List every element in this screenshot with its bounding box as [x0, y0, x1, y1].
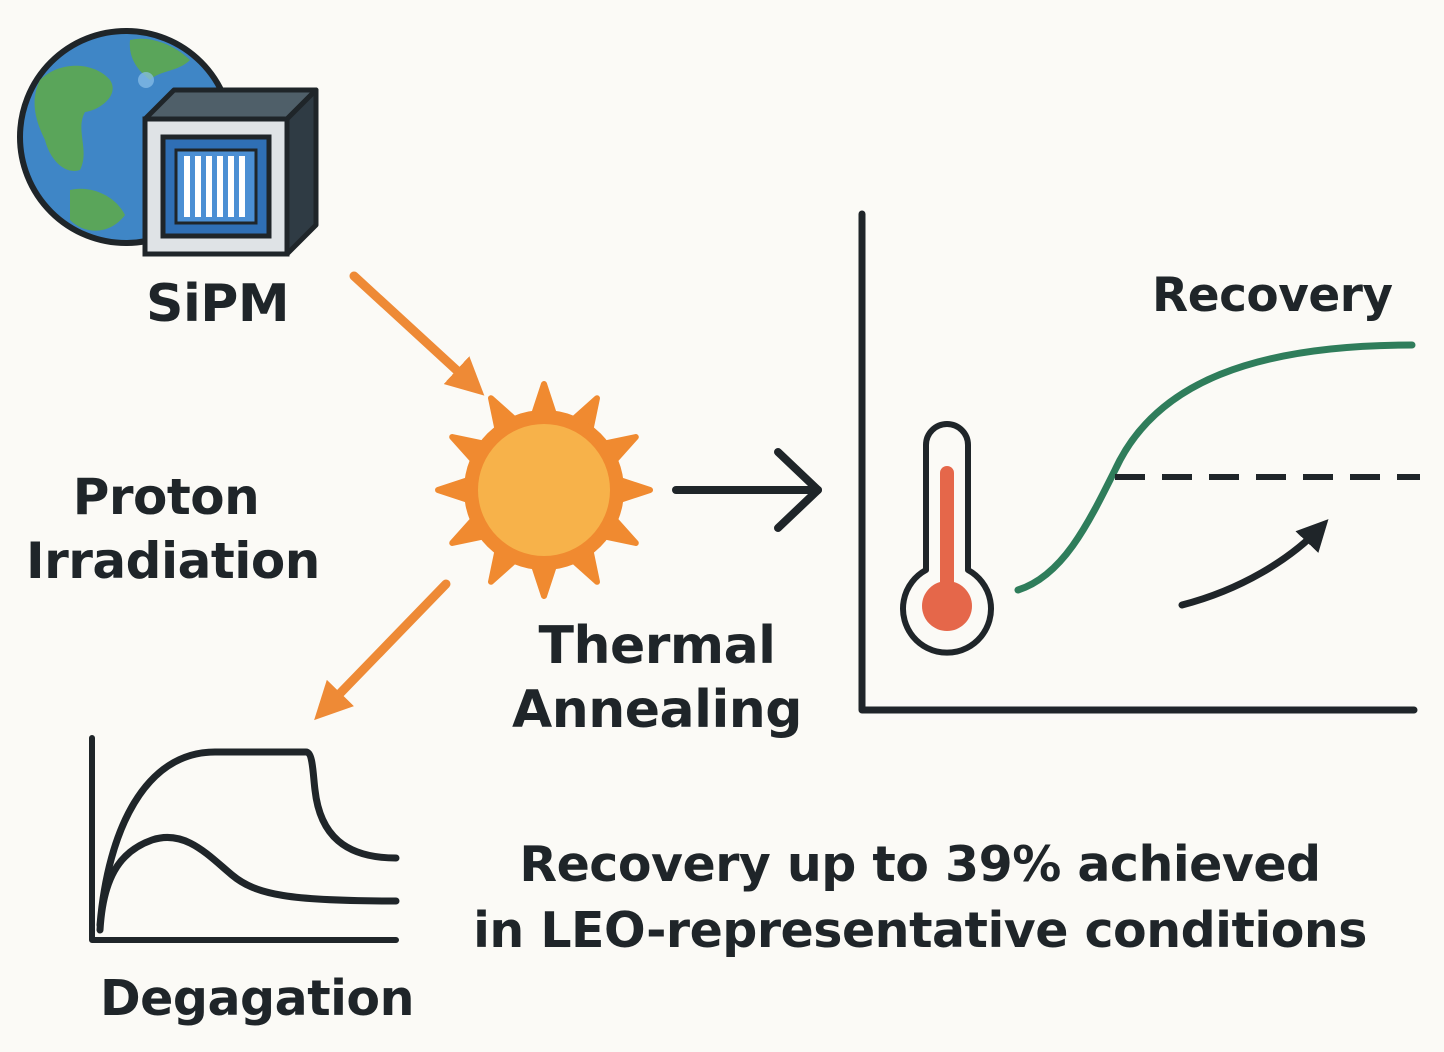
trend-arrow — [1178, 519, 1329, 609]
summary-text-line2: in LEO-representative conditions — [473, 902, 1367, 959]
summary-text: Recovery up to 39% achieved in LEO-repre… — [455, 832, 1385, 964]
sipm-label: SiPM — [146, 274, 290, 334]
degradation-label: Degagation — [100, 970, 414, 1027]
sun-icon — [435, 381, 653, 599]
recovery-curve — [1014, 341, 1416, 594]
degradation-arrow — [314, 579, 451, 721]
degradation-chart-axes — [89, 735, 399, 943]
proton-irradiation-label-line2: Irradiation — [26, 532, 320, 590]
proton-irradiation-label-line1: Proton — [72, 468, 260, 526]
proton-irradiation-label: Proton Irradiation — [26, 465, 320, 593]
thermal-annealing-label-line1: Thermal — [538, 616, 777, 676]
thermometer-icon — [900, 421, 994, 656]
recovery-chart — [858, 210, 1420, 714]
thermal-annealing-label-line2: Annealing — [512, 680, 803, 740]
degradation-upper-curve — [96, 748, 400, 929]
degradation-chart — [89, 735, 400, 943]
thermal-annealing-label: Thermal Annealing — [512, 614, 803, 742]
irradiation-arrow — [349, 271, 485, 396]
annealing-arrow — [672, 448, 822, 532]
sipm-detector-icon — [142, 87, 319, 257]
recovery-chart-axes — [858, 210, 1418, 714]
degradation-lower-curve — [96, 833, 400, 934]
recovery-label: Recovery — [1152, 268, 1393, 323]
summary-text-line1: Recovery up to 39% achieved — [519, 836, 1321, 893]
